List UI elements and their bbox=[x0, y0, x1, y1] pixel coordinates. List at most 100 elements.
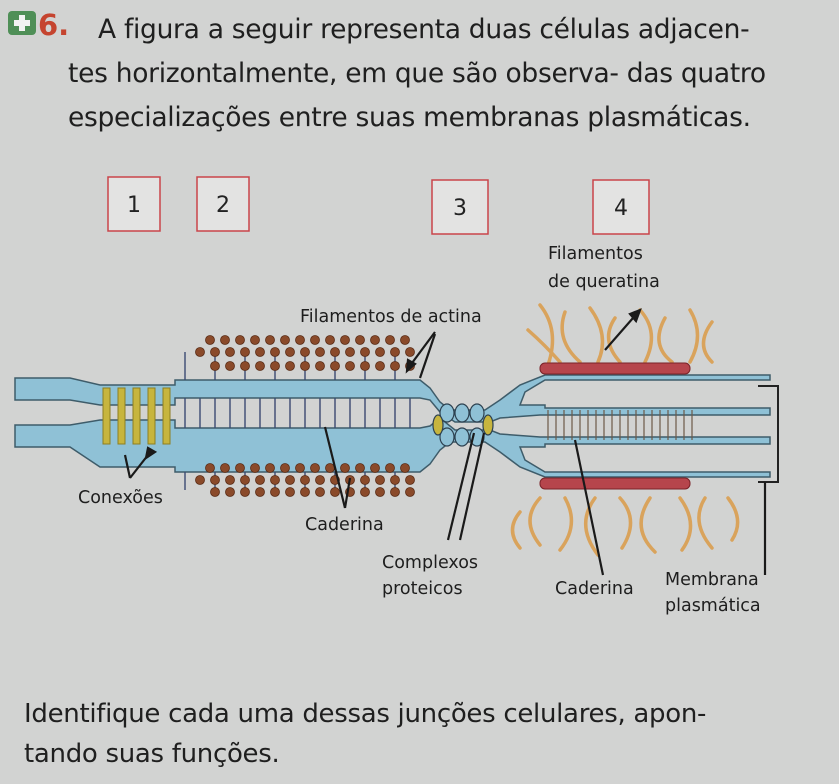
prompt-line: tando suas funções. bbox=[24, 739, 280, 769]
actin-bead bbox=[400, 335, 410, 345]
question-line: A figura a seguir representa duas célula… bbox=[98, 14, 750, 45]
actin-bead bbox=[270, 487, 280, 497]
actin-bead bbox=[390, 475, 400, 485]
figure-labels: Filamentos de queratina Filamentos de ac… bbox=[78, 244, 761, 616]
actin-bead bbox=[235, 335, 245, 345]
actin-bead bbox=[270, 475, 280, 485]
actin-bead bbox=[360, 475, 370, 485]
actin-bead bbox=[315, 361, 325, 371]
question-number: 6. bbox=[38, 8, 70, 42]
actin-bead bbox=[220, 335, 230, 345]
actin-bead bbox=[325, 463, 335, 473]
number-box-3: 3 bbox=[431, 179, 489, 235]
actin-bead bbox=[295, 335, 305, 345]
actin-bead bbox=[405, 487, 415, 497]
actin-bead bbox=[235, 463, 245, 473]
actin-bead bbox=[340, 335, 350, 345]
box-label: 3 bbox=[453, 196, 467, 221]
leader-lines bbox=[123, 308, 767, 576]
actin-bead bbox=[355, 335, 365, 345]
actin-bead bbox=[325, 335, 335, 345]
actin-bead bbox=[345, 347, 355, 357]
question-text: A figura a seguir representa duas célula… bbox=[68, 8, 828, 140]
number-box-1: 1 bbox=[107, 176, 161, 232]
cell-junctions-figure: 1 2 3 4 bbox=[14, 176, 779, 616]
actin-bead bbox=[255, 347, 265, 357]
actin-bead bbox=[360, 361, 370, 371]
label-cadherin-right: Caderina bbox=[555, 579, 634, 599]
actin-bead bbox=[340, 463, 350, 473]
label-actin: Filamentos de actina bbox=[300, 307, 482, 327]
actin-bead bbox=[390, 487, 400, 497]
actin-bead bbox=[225, 487, 235, 497]
actin-bead bbox=[280, 335, 290, 345]
actin-bead bbox=[370, 335, 380, 345]
actin-bead bbox=[345, 361, 355, 371]
actin-bead bbox=[225, 475, 235, 485]
actin-bead bbox=[255, 487, 265, 497]
plus-badge-icon bbox=[8, 11, 36, 35]
actin-bead bbox=[265, 463, 275, 473]
label-complexes-line2: proteicos bbox=[382, 579, 463, 599]
actin-bead bbox=[270, 361, 280, 371]
question-line: tes horizontalmente, em que são observa-… bbox=[68, 58, 766, 89]
actin-bead bbox=[300, 347, 310, 357]
tight-junction-complexes bbox=[432, 403, 494, 447]
actin-bead bbox=[285, 361, 295, 371]
actin-bead bbox=[280, 463, 290, 473]
actin-bead bbox=[210, 487, 220, 497]
adherens-cadherins bbox=[184, 352, 411, 490]
label-connexons: Conexões bbox=[78, 488, 163, 508]
actin-bead bbox=[375, 347, 385, 357]
actin-bead bbox=[240, 487, 250, 497]
actin-bead bbox=[375, 361, 385, 371]
number-box-2: 2 bbox=[196, 176, 250, 232]
actin-bead bbox=[300, 361, 310, 371]
actin-bead bbox=[405, 347, 415, 357]
actin-bead bbox=[400, 463, 410, 473]
label-cadherin-left: Caderina bbox=[305, 515, 384, 535]
actin-beads-upper bbox=[195, 335, 415, 371]
actin-bead bbox=[255, 475, 265, 485]
actin-bead bbox=[315, 347, 325, 357]
actin-bead bbox=[205, 335, 215, 345]
actin-bead bbox=[405, 475, 415, 485]
actin-bead bbox=[205, 463, 215, 473]
actin-bead bbox=[285, 475, 295, 485]
actin-bead bbox=[390, 361, 400, 371]
desmosome-cadherins bbox=[547, 410, 693, 440]
actin-bead bbox=[315, 475, 325, 485]
desmosome-plaques bbox=[539, 362, 691, 490]
actin-bead bbox=[300, 487, 310, 497]
keratin-filaments bbox=[510, 303, 740, 557]
actin-bead bbox=[285, 487, 295, 497]
membrane-bracket bbox=[758, 385, 779, 483]
actin-bead bbox=[300, 475, 310, 485]
number-box-4: 4 bbox=[592, 179, 650, 235]
actin-bead bbox=[385, 463, 395, 473]
actin-bead bbox=[330, 347, 340, 357]
actin-bead bbox=[255, 361, 265, 371]
actin-bead bbox=[375, 487, 385, 497]
actin-bead bbox=[240, 347, 250, 357]
box-label: 4 bbox=[614, 196, 628, 221]
actin-bead bbox=[265, 335, 275, 345]
question-line: especializações entre suas membranas pla… bbox=[68, 102, 751, 133]
upper-membrane bbox=[14, 374, 771, 423]
actin-bead bbox=[285, 347, 295, 357]
actin-bead bbox=[360, 347, 370, 357]
actin-bead bbox=[360, 487, 370, 497]
box-label: 1 bbox=[127, 193, 141, 218]
connexons bbox=[102, 387, 171, 445]
label-keratin-line1: Filamentos bbox=[548, 244, 643, 264]
actin-bead bbox=[195, 475, 205, 485]
actin-bead bbox=[225, 361, 235, 371]
lower-membrane bbox=[14, 417, 771, 478]
actin-bead bbox=[250, 335, 260, 345]
label-keratin-line2: de queratina bbox=[548, 272, 660, 292]
prompt-text: Identifique cada uma dessas junções celu… bbox=[24, 694, 824, 774]
actin-beads-lower bbox=[195, 463, 415, 497]
actin-bead bbox=[385, 335, 395, 345]
actin-bead bbox=[240, 475, 250, 485]
actin-bead bbox=[390, 347, 400, 357]
